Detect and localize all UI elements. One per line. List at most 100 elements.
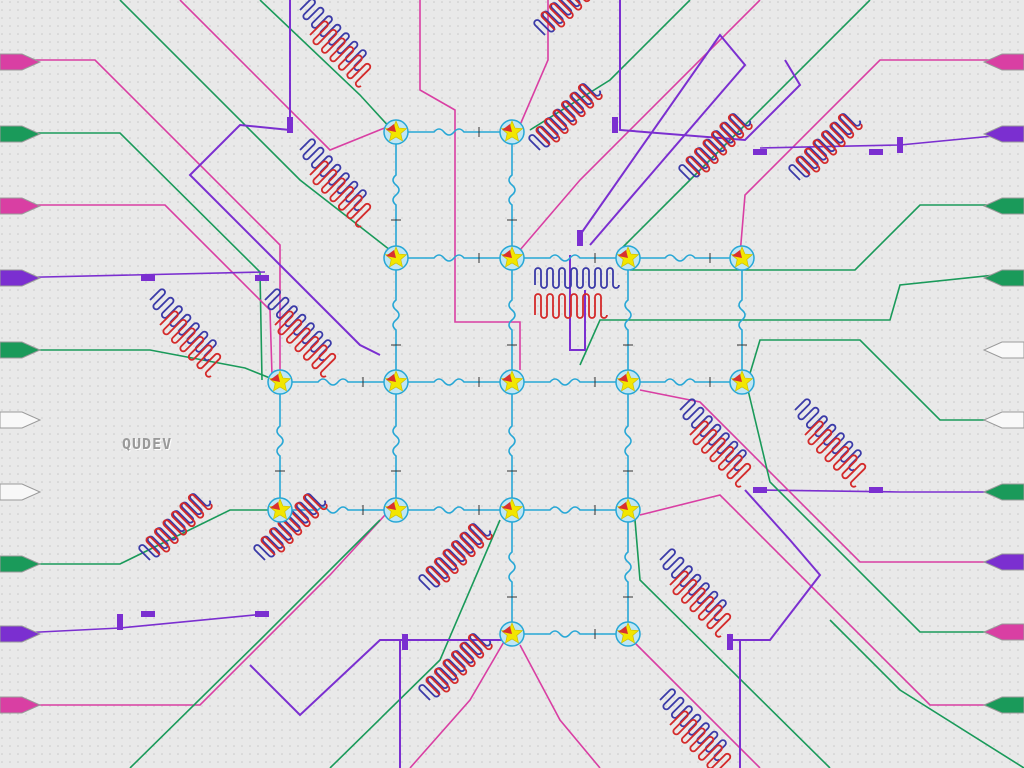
coupler-8: [624, 268, 632, 372]
bond-pad-left-5: [0, 411, 42, 429]
control-line-29: [409, 639, 506, 768]
coupler-17: [624, 392, 632, 500]
control-line-13: [529, 0, 691, 131]
qubit-junction: [618, 626, 628, 634]
control-line-14: [519, 0, 761, 251]
readout-resonator-9: [794, 398, 862, 472]
bond-pad-right-7: [982, 553, 1024, 571]
bond-pad-left-4: [0, 341, 42, 359]
control-line-11: [419, 0, 521, 370]
feedline-center: [579, 33, 747, 246]
qubit-q9: [499, 369, 525, 395]
purcell-filter-6: [685, 113, 753, 176]
qubit-junction: [502, 250, 512, 258]
qubit-q13: [383, 497, 409, 523]
control-line-22: [639, 389, 1024, 563]
qubit-star: [500, 246, 524, 268]
bond-pad-right-4: [982, 341, 1024, 359]
bond-pad-left-2: [0, 197, 42, 215]
control-line-9: [179, 0, 393, 151]
coupler-2: [508, 142, 516, 248]
purcell-filter-7: [795, 113, 863, 176]
readout-resonator-15: [659, 688, 727, 762]
purcell-filter-3: [535, 83, 603, 146]
bond-pad-right-0: [982, 53, 1024, 71]
coupling-capacitor-9: [897, 137, 903, 153]
control-line-16: [739, 59, 1024, 256]
bond-pad-left-1: [0, 125, 42, 143]
readout-resonator-4: [149, 288, 217, 362]
control-line-5: [0, 514, 386, 706]
coupler-19: [406, 506, 502, 514]
purcell-filter-15: [669, 710, 732, 768]
coupling-capacitor-3: [117, 614, 123, 630]
feedline-mid: [569, 255, 586, 351]
control-line-19: [579, 271, 1024, 366]
control-line-6: [0, 271, 266, 279]
purcell-filter-11: [260, 493, 328, 556]
qubit-junction: [502, 124, 512, 132]
qubit-star: [268, 498, 292, 520]
bond-pad-left-6: [0, 483, 42, 501]
qubit-star: [616, 370, 640, 392]
control-line-1: [0, 132, 263, 381]
readout-resonators: [138, 0, 867, 768]
control-line-20: [747, 339, 1024, 421]
qubit-q17: [615, 621, 641, 647]
qubit-junction: [618, 502, 628, 510]
coupler-12: [522, 378, 618, 386]
control-line-21: [759, 489, 1024, 493]
bond-pad-left-7: [0, 555, 42, 573]
qubit-q8: [383, 369, 409, 395]
coupler-18: [290, 506, 386, 514]
qudev-logo: QUDEV: [122, 435, 173, 453]
feedline-bottom-right: [730, 489, 822, 641]
coupling-capacitor-4: [141, 611, 155, 617]
readout-resonator-0: [299, 0, 367, 72]
bond-pads: [0, 53, 1024, 714]
bond-pad-right-8: [982, 623, 1024, 641]
coupling-capacitor-7: [753, 149, 767, 155]
coupler-14: [276, 392, 284, 500]
qubit-star: [500, 120, 524, 142]
control-line-2: [0, 204, 273, 376]
qubit-q14: [499, 497, 525, 523]
qubit-star: [616, 498, 640, 520]
purcell-filter-10: [145, 493, 213, 556]
readout-resonator-1: [299, 138, 367, 212]
qubit-q1: [383, 119, 409, 145]
qubit-junction: [618, 250, 628, 258]
bond-pad-right-9: [982, 696, 1024, 714]
bond-pad-right-2: [982, 197, 1024, 215]
coupling-capacitor-10: [577, 230, 583, 246]
bond-pad-left-9: [0, 696, 42, 714]
control-line-25: [634, 519, 831, 768]
qubit-star: [384, 120, 408, 142]
qubit-junction: [270, 502, 280, 510]
coupler-15: [392, 392, 400, 500]
qubit-junction: [270, 374, 280, 382]
coupling-capacitor-14: [727, 634, 733, 650]
control-line-0: [0, 59, 281, 380]
qubit-star: [730, 370, 754, 392]
purcell-filter-8: [689, 420, 752, 488]
purcell-filter-5: [274, 310, 337, 378]
bond-pad-right-1: [982, 125, 1024, 143]
qubit-q11: [729, 369, 755, 395]
qubit-junction: [732, 250, 742, 258]
qubit-junction: [386, 502, 396, 510]
readout-resonator-5: [264, 288, 332, 362]
qubit-star: [616, 622, 640, 644]
qubit-junction: [618, 374, 628, 382]
qubit-q4: [499, 245, 525, 271]
coupling-capacitor-5: [255, 611, 269, 617]
qubit-star: [384, 370, 408, 392]
bond-pad-right-3: [982, 269, 1024, 287]
readout-resonator-8: [679, 398, 747, 472]
qubit-star: [500, 370, 524, 392]
readout-resonator-13: [659, 548, 727, 622]
coupling-capacitor-2: [255, 275, 269, 281]
qubit-q2: [499, 119, 525, 145]
